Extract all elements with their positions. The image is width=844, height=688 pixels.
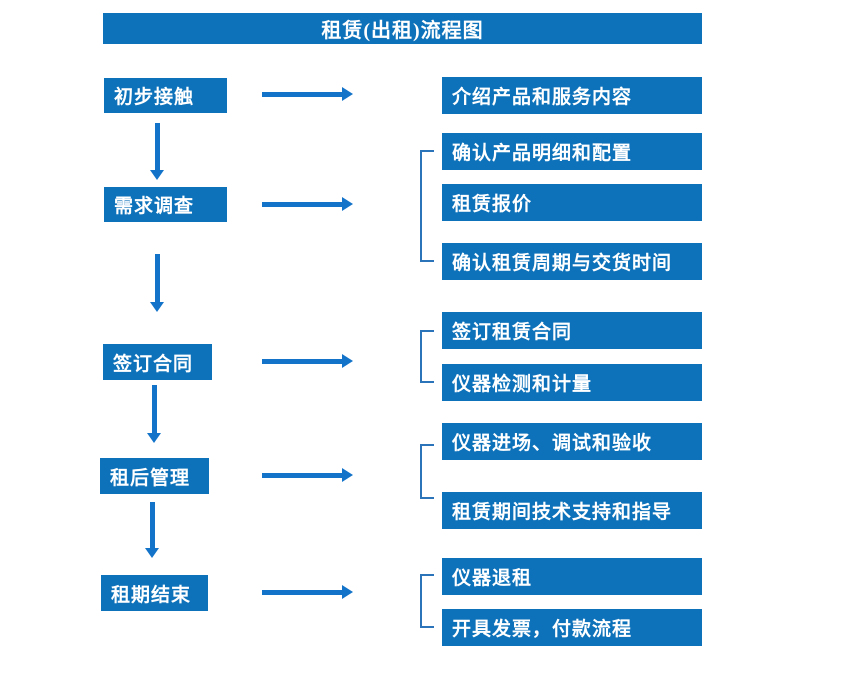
bracket-post-rental-outputs <box>420 444 434 499</box>
step-demand-survey: 需求调查 <box>104 187 227 222</box>
output-confirm-period-delivery: 确认租赁周期与交货时间 <box>442 243 702 280</box>
bracket-sign-contract-outputs <box>420 330 434 383</box>
bracket-demand-survey-outputs <box>420 150 434 262</box>
step-sign-contract: 签订合同 <box>103 344 212 380</box>
output-rental-quotation: 租赁报价 <box>442 184 702 221</box>
arrow-down-step4-step5 <box>145 502 159 558</box>
flowchart-title: 租赁(出租)流程图 <box>103 13 702 44</box>
step-lease-end: 租期结束 <box>101 575 208 611</box>
arrow-right-lease-end <box>262 585 353 599</box>
arrow-right-initial-contact <box>262 87 353 101</box>
output-introduce-products-services: 介绍产品和服务内容 <box>442 77 702 114</box>
arrow-right-sign-contract <box>262 354 353 368</box>
arrow-down-step1-step2 <box>150 123 164 180</box>
arrow-down-step3-step4 <box>147 385 161 443</box>
step-initial-contact: 初步接触 <box>104 78 227 113</box>
bracket-lease-end-outputs <box>420 574 434 628</box>
output-technical-support-guidance: 租赁期间技术支持和指导 <box>442 492 702 529</box>
arrow-down-step2-step3 <box>150 254 164 312</box>
step-post-rental-management: 租后管理 <box>100 458 209 494</box>
output-confirm-product-details: 确认产品明细和配置 <box>442 133 702 170</box>
output-instrument-return: 仪器退租 <box>442 558 702 595</box>
output-instrument-entry-acceptance: 仪器进场、调试和验收 <box>442 423 702 460</box>
arrow-right-post-rental <box>262 468 353 482</box>
arrow-right-demand-survey <box>262 197 353 211</box>
output-instrument-testing-metering: 仪器检测和计量 <box>442 364 702 401</box>
output-invoice-payment-process: 开具发票，付款流程 <box>442 609 702 646</box>
output-sign-rental-contract: 签订租赁合同 <box>442 312 702 349</box>
